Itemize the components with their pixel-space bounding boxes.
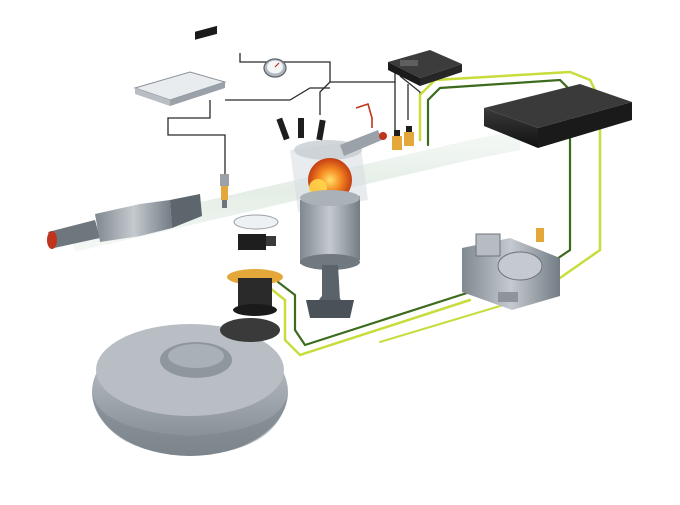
toroidal-tank-icon xyxy=(92,318,288,456)
petrol-ecu-icon xyxy=(133,25,227,106)
catalytic-converter-icon xyxy=(47,194,202,249)
spark-plugs-icon xyxy=(276,117,387,156)
filter-disc-icon xyxy=(233,214,279,230)
lambda-sensor-icon xyxy=(220,174,229,208)
gauge-icon xyxy=(263,58,287,78)
red-wire xyxy=(355,102,373,128)
wiring-harness xyxy=(167,53,421,175)
injectors-icon xyxy=(392,126,414,150)
engine-cylinder-icon xyxy=(290,140,368,318)
reducer-vaporizer-icon xyxy=(462,228,560,310)
gas-lines xyxy=(268,70,602,357)
air-filter-box-icon xyxy=(484,84,632,148)
lpg-ecu-icon xyxy=(388,50,462,86)
solenoid-valve-icon xyxy=(238,234,276,250)
